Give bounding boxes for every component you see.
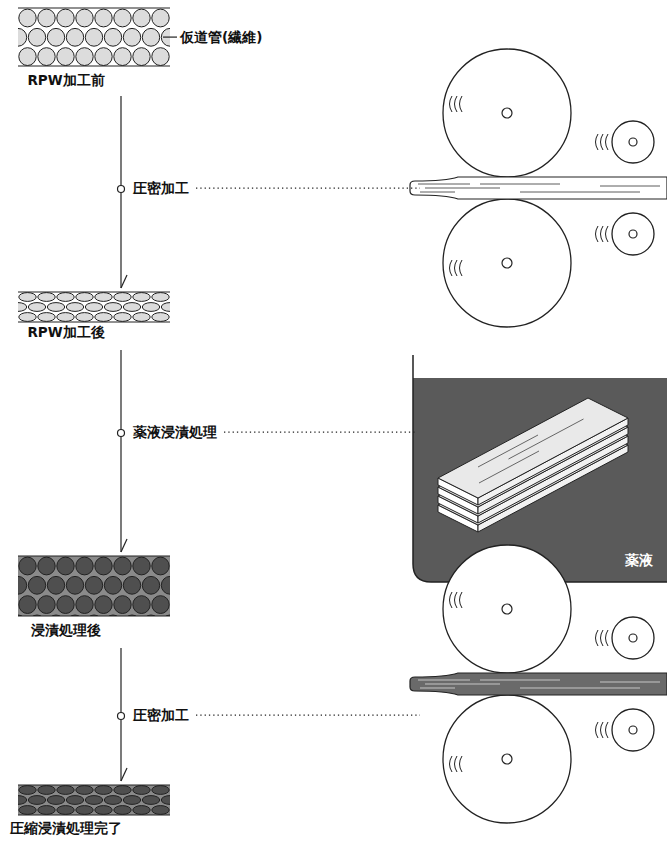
tracheid-band [0,785,198,824]
callout-label: 仮道管(繊維) [180,29,262,45]
band-node: RPW加工前 [10,8,170,90]
step-marker [118,713,125,720]
dotted-leader [196,187,420,188]
arrow-head [121,768,127,781]
chemical-tank [413,355,667,582]
arrow-head [121,275,127,288]
tracheid-band [0,8,198,104]
process-arrow [118,96,421,288]
dotted-leader [224,431,416,432]
arrow-head [121,539,127,552]
leader-line [163,36,177,37]
step-marker [118,186,125,193]
process-label: 圧密加工 [131,180,191,196]
stage-label: RPW加工後 [10,324,122,340]
roller-press [410,545,667,823]
dotted-leader [196,714,420,715]
tank-node: 薬液 [413,355,667,582]
stage-label: 圧縮浸漬処理完了 [10,820,122,836]
wood-board [438,398,628,505]
process-label: 圧密加工 [131,707,191,723]
stage-label: RPW加工前 [10,72,122,88]
process-label: 薬液浸漬処理 [131,424,219,440]
roller-press [410,49,667,327]
connector-line [120,350,121,552]
process-arrow [118,648,421,781]
liquid-label: 薬液 [625,552,653,568]
tracheid-band [0,556,198,652]
process-arrow [118,350,417,552]
band-node: RPW加工後 [10,292,170,344]
stage-label: 浸漬処理後 [10,622,122,638]
band-node: 浸漬処理後 [10,556,170,642]
step-marker [118,430,125,437]
band-node: 圧縮浸漬処理完了 [10,785,170,841]
